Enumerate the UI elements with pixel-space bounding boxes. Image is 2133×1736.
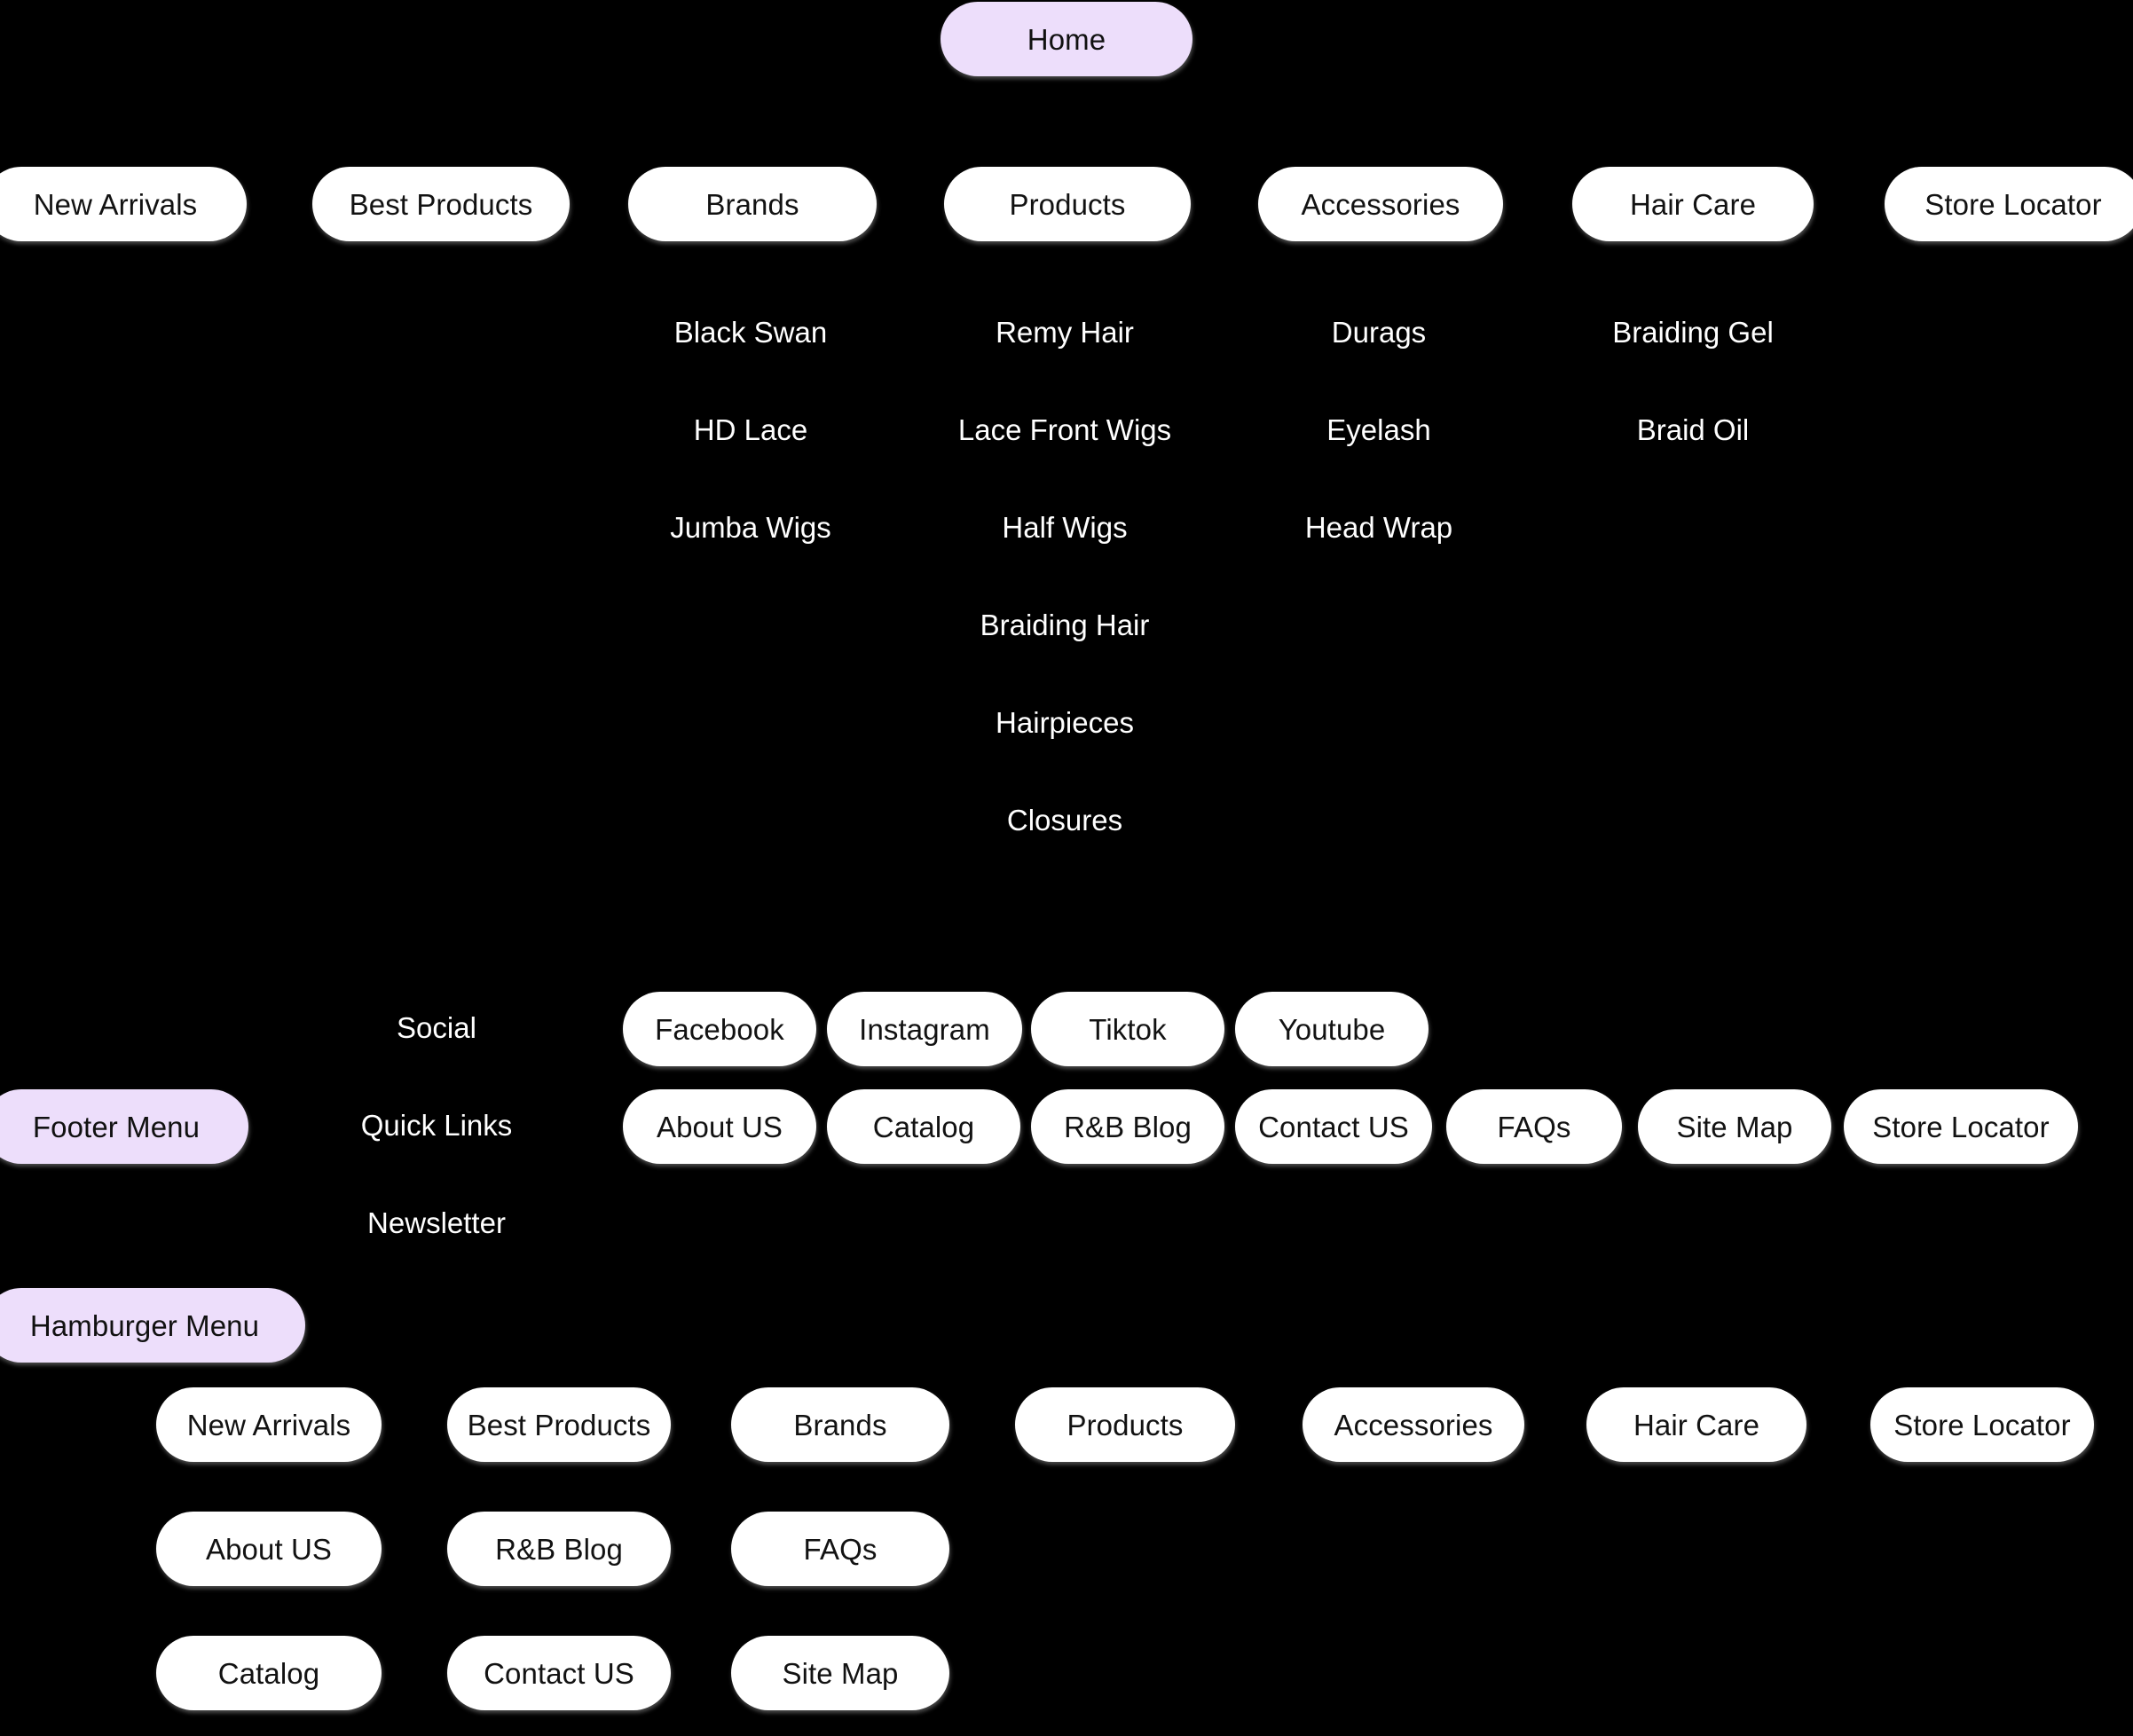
leaf-half-wigs[interactable]: Half Wigs	[1002, 510, 1128, 544]
leaf-lace-front-wigs[interactable]: Lace Front Wigs	[957, 412, 1172, 446]
leaf-remy-hair[interactable]: Remy Hair	[996, 315, 1134, 349]
node-best-products[interactable]: Best Products	[312, 167, 570, 241]
node-hm-products[interactable]: Products	[1015, 1387, 1235, 1462]
node-store-locator[interactable]: Store Locator	[1885, 167, 2133, 241]
node-accessories[interactable]: Accessories	[1258, 167, 1503, 241]
node-hair-care[interactable]: Hair Care	[1572, 167, 1814, 241]
node-catalog[interactable]: Catalog	[827, 1089, 1020, 1164]
node-hm-store-locator[interactable]: Store Locator	[1870, 1387, 2094, 1462]
leaf-jumba-wigs[interactable]: Jumba Wigs	[670, 510, 831, 544]
leaf-black-swan[interactable]: Black Swan	[673, 315, 828, 349]
node-hm-site-map[interactable]: Site Map	[731, 1636, 949, 1710]
node-new-arrivals[interactable]: New Arrivals	[0, 167, 247, 241]
node-tiktok[interactable]: Tiktok	[1031, 992, 1224, 1066]
node-hm-contact-us[interactable]: Contact US	[447, 1636, 671, 1710]
leaf-braiding-hair[interactable]: Braiding Hair	[980, 608, 1150, 641]
node-rb-blog[interactable]: R&B Blog	[1031, 1089, 1224, 1164]
node-instagram[interactable]: Instagram	[827, 992, 1022, 1066]
node-hm-rb-blog[interactable]: R&B Blog	[447, 1512, 671, 1586]
node-hm-hair-care[interactable]: Hair Care	[1586, 1387, 1806, 1462]
node-store-locator-footer[interactable]: Store Locator	[1844, 1089, 2078, 1164]
leaf-braid-oil[interactable]: Braid Oil	[1636, 412, 1750, 446]
leaf-hd-lace[interactable]: HD Lace	[693, 412, 808, 446]
node-hm-catalog[interactable]: Catalog	[156, 1636, 382, 1710]
node-products[interactable]: Products	[944, 167, 1191, 241]
group-label-quick-links: Quick Links	[360, 1108, 513, 1142]
node-hamburger-menu[interactable]: Hamburger Menu	[0, 1288, 305, 1363]
node-hm-best-products[interactable]: Best Products	[447, 1387, 671, 1462]
leaf-hairpieces[interactable]: Hairpieces	[996, 705, 1134, 739]
node-contact-us[interactable]: Contact US	[1235, 1089, 1432, 1164]
group-label-newsletter: Newsletter	[367, 1206, 506, 1239]
node-faqs[interactable]: FAQs	[1446, 1089, 1622, 1164]
node-footer-menu[interactable]: Footer Menu	[0, 1089, 248, 1164]
group-label-social: Social	[397, 1010, 476, 1044]
node-hm-faqs[interactable]: FAQs	[731, 1512, 949, 1586]
node-hm-new-arrivals[interactable]: New Arrivals	[156, 1387, 382, 1462]
leaf-closures[interactable]: Closures	[1006, 803, 1123, 837]
node-brands[interactable]: Brands	[628, 167, 877, 241]
node-home[interactable]: Home	[941, 2, 1192, 76]
node-hm-about-us[interactable]: About US	[156, 1512, 382, 1586]
node-youtube[interactable]: Youtube	[1235, 992, 1429, 1066]
node-site-map[interactable]: Site Map	[1638, 1089, 1831, 1164]
node-about-us[interactable]: About US	[623, 1089, 816, 1164]
leaf-braiding-gel[interactable]: Braiding Gel	[1612, 315, 1774, 349]
leaf-eyelash[interactable]: Eyelash	[1326, 412, 1431, 446]
leaf-durags[interactable]: Durags	[1331, 315, 1427, 349]
leaf-head-wrap[interactable]: Head Wrap	[1304, 510, 1453, 544]
node-hm-brands[interactable]: Brands	[731, 1387, 949, 1462]
node-facebook[interactable]: Facebook	[623, 992, 816, 1066]
node-hm-accessories[interactable]: Accessories	[1303, 1387, 1524, 1462]
